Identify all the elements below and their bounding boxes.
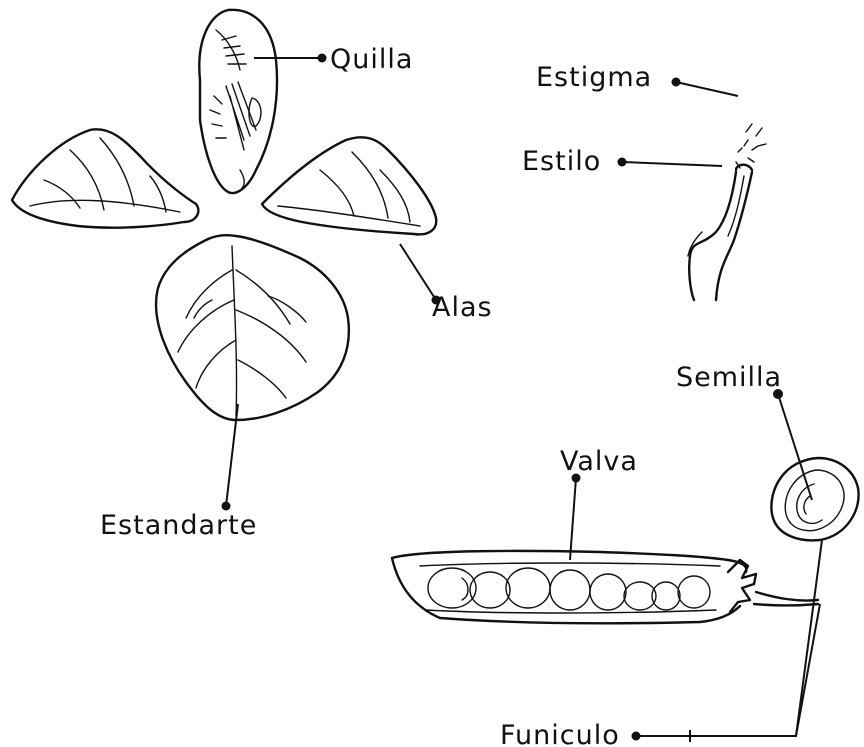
style-stigma-drawing [688, 124, 766, 300]
left-wing-petal-drawing [12, 129, 198, 227]
label-semilla: Semilla [676, 362, 782, 393]
label-estigma: Estigma [536, 62, 652, 93]
label-valva: Valva [560, 446, 638, 477]
label-estandarte: Estandarte [100, 510, 257, 541]
label-quilla: Quilla [330, 44, 413, 75]
keel-petal-drawing [199, 10, 277, 193]
pod-drawing [392, 551, 818, 623]
label-alas: Alas [432, 292, 493, 323]
label-estilo: Estilo [522, 146, 601, 177]
right-wing-petal-drawing [262, 137, 436, 234]
seed-drawing [771, 458, 858, 540]
label-funiculo: Funiculo [500, 720, 620, 747]
standard-petal-drawing [156, 235, 349, 420]
